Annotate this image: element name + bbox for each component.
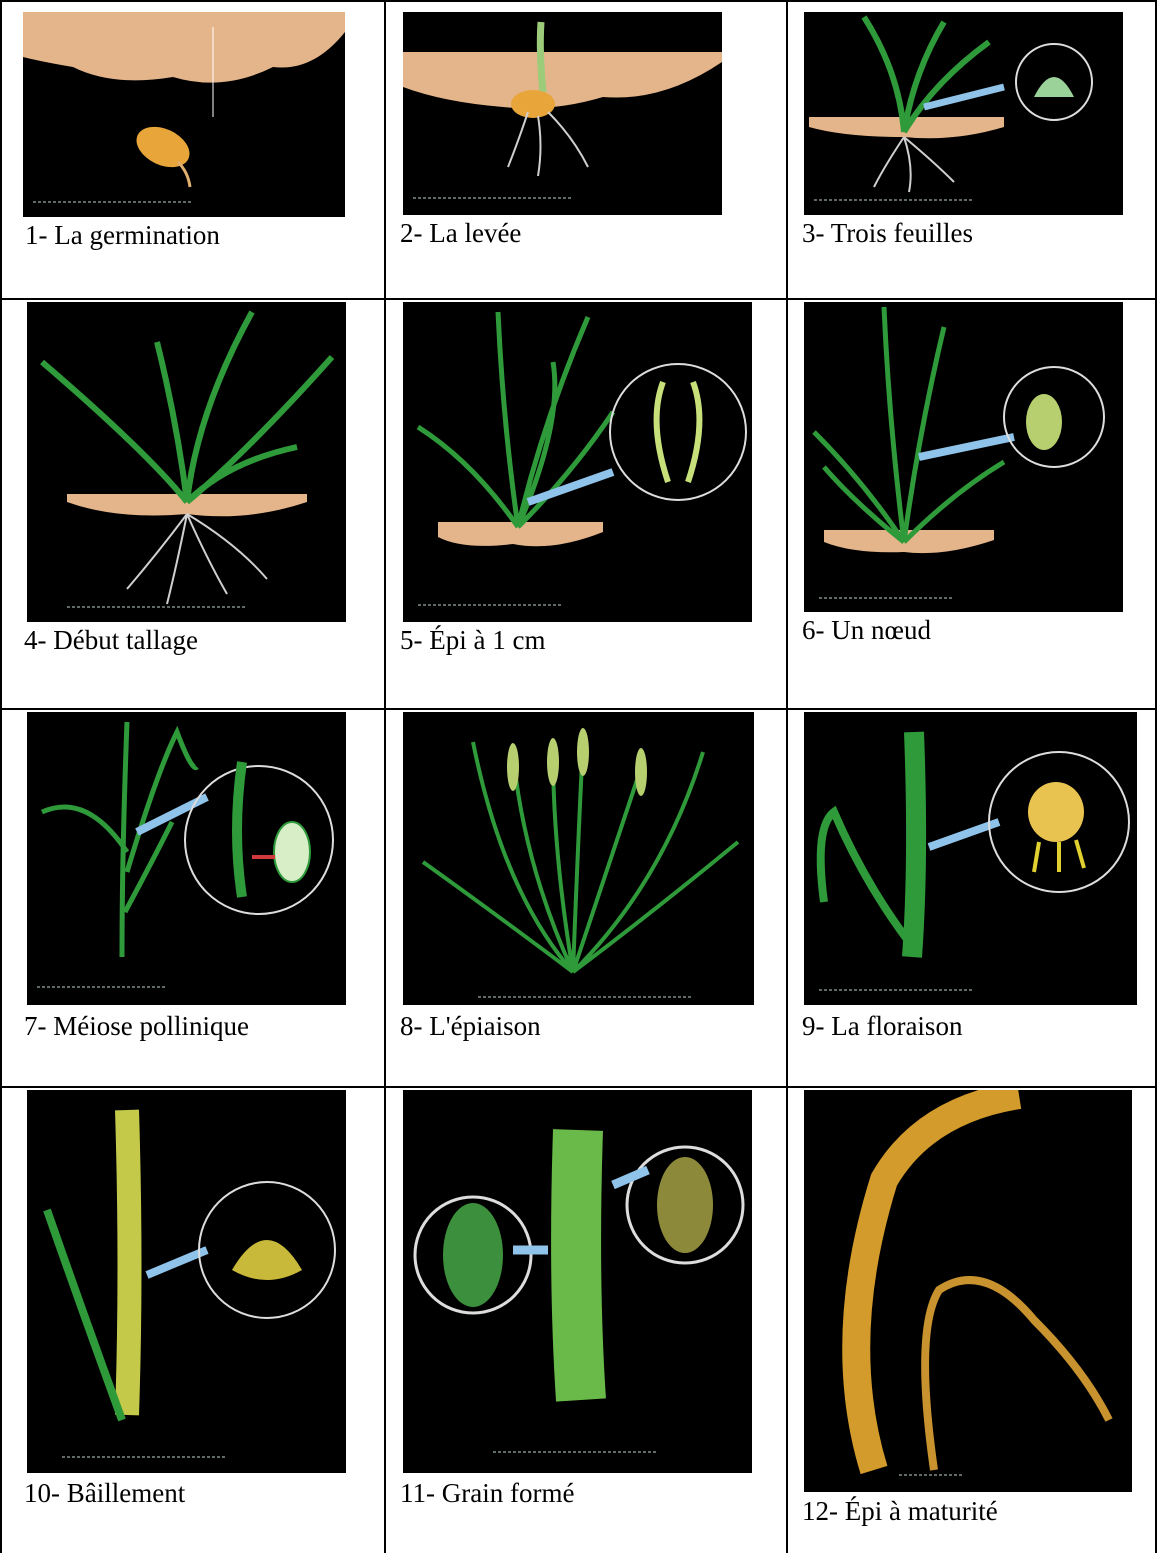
table-divider-col1: [384, 0, 386, 1553]
heading-plant-illustration: [403, 712, 754, 1005]
stage-6-image: [804, 302, 1123, 612]
flowering-ear-illustration: [804, 712, 1137, 1005]
stage-12-label: 12- Épi à maturité: [802, 1498, 998, 1525]
stage-7-label: 7- Méiose pollinique: [24, 1013, 249, 1040]
stage-3-image: [804, 12, 1123, 215]
stage-11-image: [403, 1090, 752, 1473]
stage-6-label: 6- Un nœud: [802, 617, 931, 644]
germinating-seed-illustration: [23, 12, 345, 217]
stage-5-label: 5- Épi à 1 cm: [400, 627, 545, 654]
stage-11-label: 11- Grain formé: [400, 1480, 574, 1507]
table-border-left: [0, 0, 2, 1553]
table-divider-row3: [0, 1086, 1157, 1088]
stage-8-label: 8- L'épiaison: [400, 1013, 541, 1040]
stage-9-label: 9- La floraison: [802, 1013, 962, 1040]
stage-1-image: [23, 12, 345, 217]
stage-4-label: 4- Début tallage: [24, 627, 198, 654]
stage-1-label: 1- La germination: [25, 222, 220, 249]
formed-grain-illustration: [403, 1090, 752, 1473]
table-divider-col2: [786, 0, 788, 1553]
stage-10-label: 10- Bâillement: [24, 1480, 185, 1507]
emergence-seedling-illustration: [403, 12, 722, 215]
stage-10-image: [27, 1090, 346, 1473]
stage-3-label: 3- Trois feuilles: [802, 220, 973, 247]
ear-1cm-plant-illustration: [403, 302, 752, 622]
mature-ear-illustration: [804, 1090, 1132, 1492]
one-node-plant-illustration: [804, 302, 1123, 612]
table-border-top: [0, 0, 1157, 2]
pollen-meiosis-illustration: [27, 712, 346, 1005]
stage-2-image: [403, 12, 722, 215]
stage-9-image: [804, 712, 1137, 1005]
opening-ear-illustration: [27, 1090, 346, 1473]
table-divider-row2: [0, 708, 1157, 710]
tillering-plant-illustration: [27, 302, 346, 622]
stage-12-image: [804, 1090, 1132, 1492]
three-leaf-plant-illustration: [804, 12, 1123, 215]
stage-5-image: [403, 302, 752, 622]
stage-2-label: 2- La levée: [400, 220, 521, 247]
table-divider-row1: [0, 298, 1157, 300]
stage-4-image: [27, 302, 346, 622]
stage-7-image: [27, 712, 346, 1005]
stage-8-image: [403, 712, 754, 1005]
